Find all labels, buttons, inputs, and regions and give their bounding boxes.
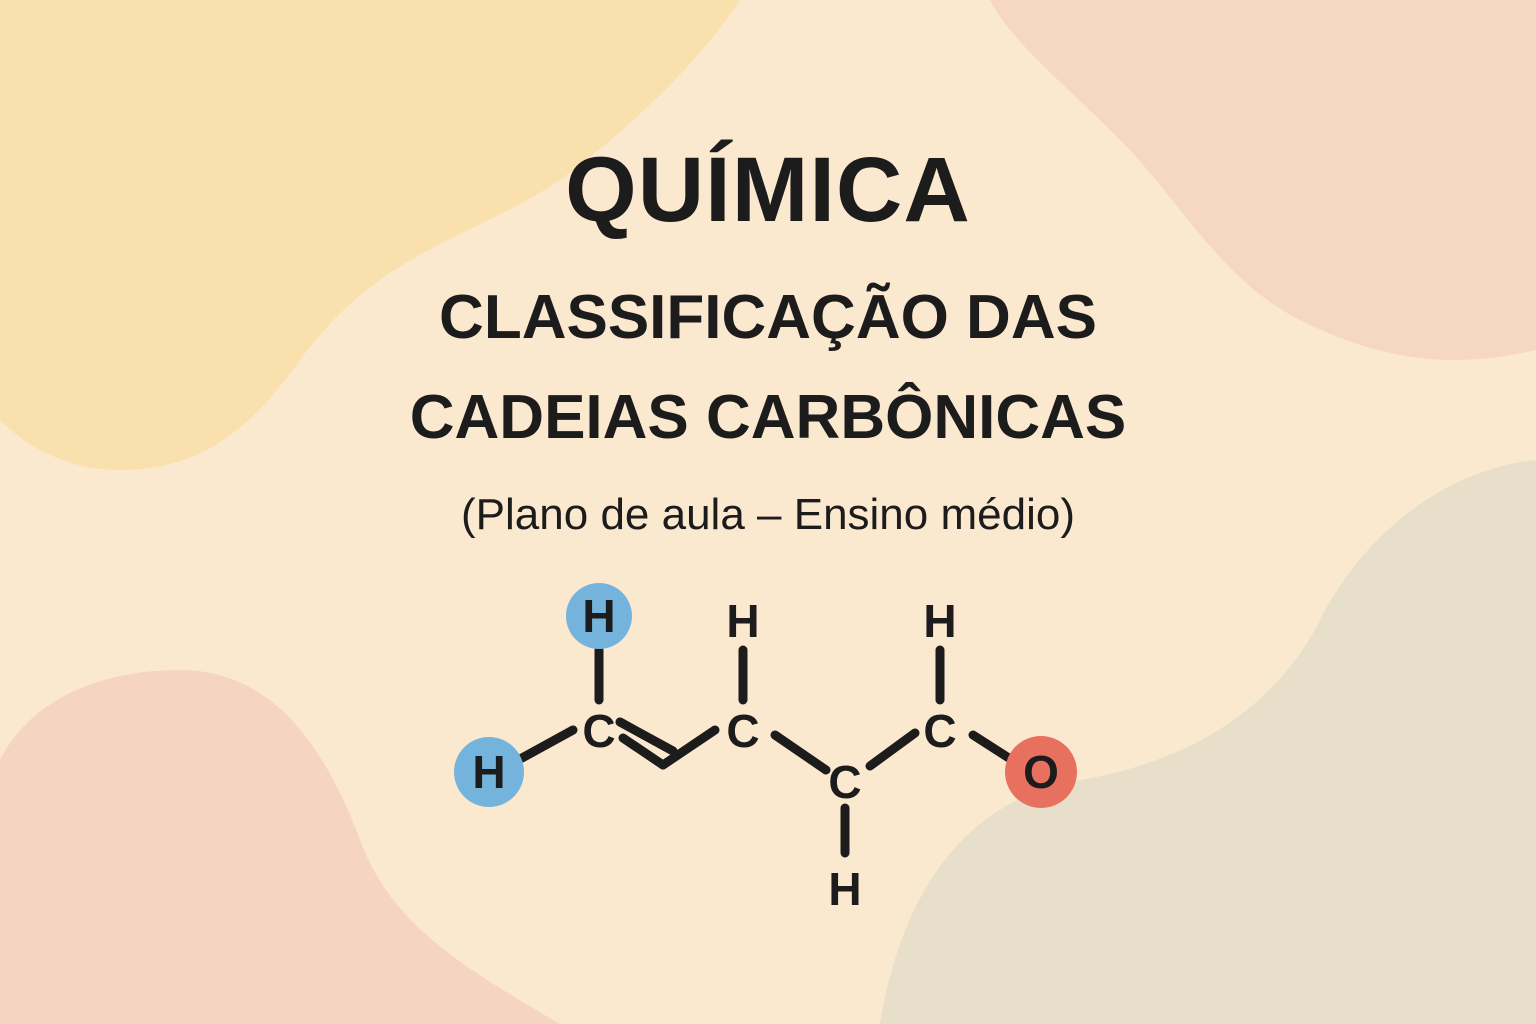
atom-h2: H: [472, 746, 505, 798]
oxygen-highlight: [1005, 736, 1077, 808]
hydrogen-highlight-top: [566, 583, 632, 649]
bonds: [517, 645, 1017, 858]
atom-c3: C: [828, 756, 861, 808]
page-title: QUÍMICA: [565, 139, 971, 241]
blob-yellow: [0, 0, 740, 470]
atom-c1: C: [582, 705, 615, 757]
caption: (Plano de aula – Ensino médio): [461, 490, 1075, 539]
atom-h4: H: [828, 863, 861, 915]
atom-c4: C: [923, 705, 956, 757]
subtitle-line-1: CLASSIFICAÇÃO DAS: [439, 283, 1097, 352]
atom-c2: C: [726, 705, 759, 757]
atom-h1: H: [582, 590, 615, 642]
atom-o1: O: [1023, 746, 1059, 798]
subtitle-line-2: CADEIAS CARBÔNICAS: [409, 383, 1127, 452]
atom-h5: H: [923, 595, 956, 647]
blob-peach: [990, 0, 1536, 360]
hydrogen-highlight-left: [454, 737, 524, 807]
blob-pink: [0, 670, 560, 1024]
blob-sage: [880, 460, 1536, 1024]
atom-h3: H: [726, 595, 759, 647]
